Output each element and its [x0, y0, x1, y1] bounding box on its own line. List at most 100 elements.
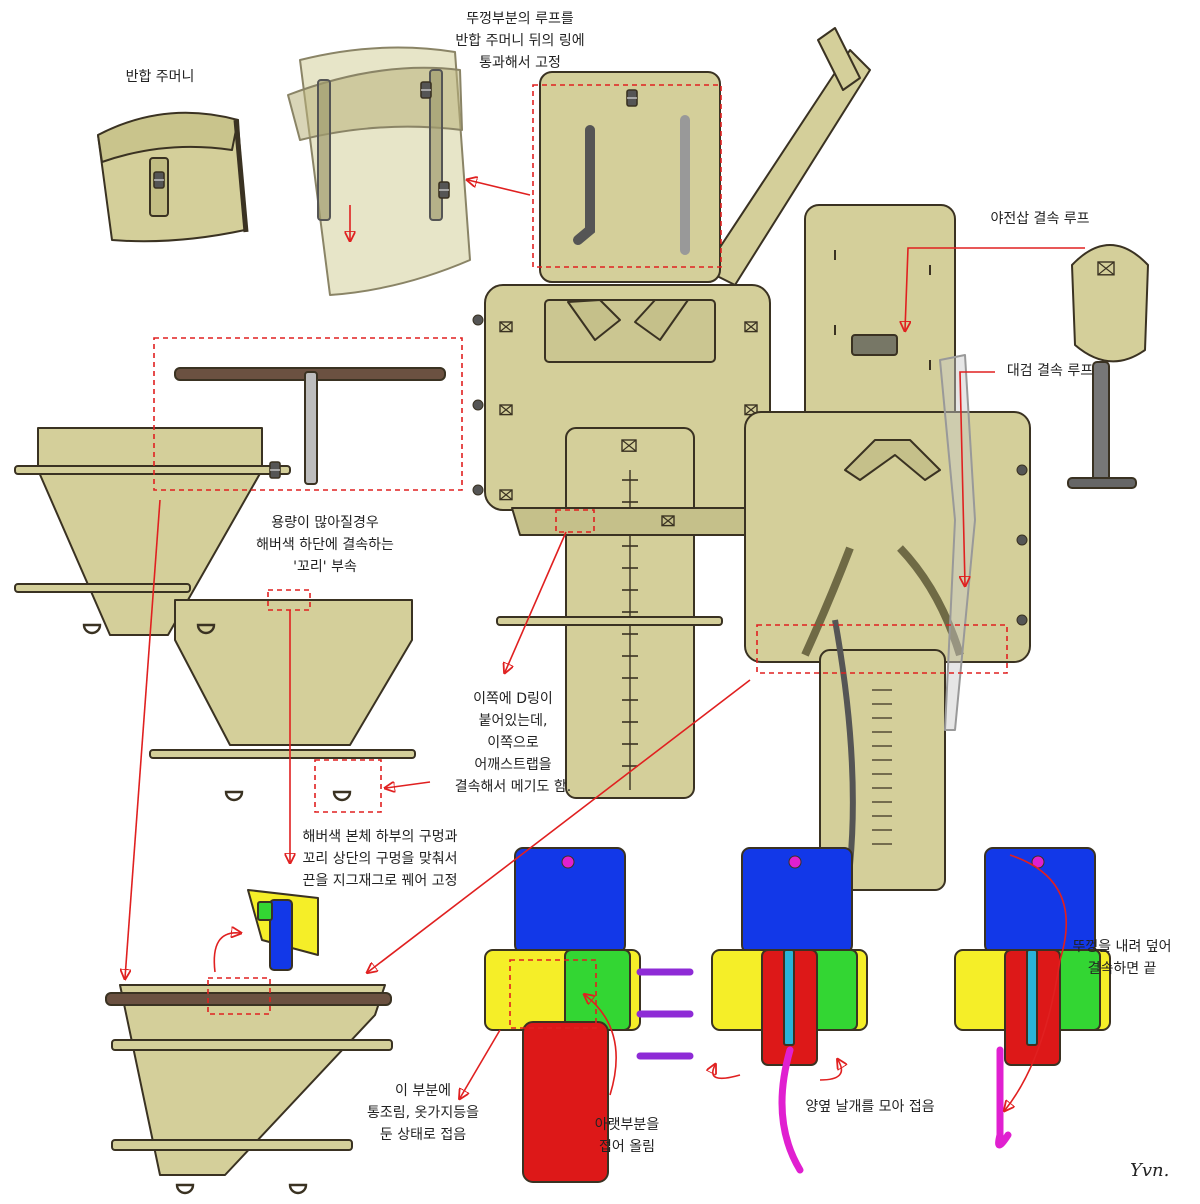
arrow-fold-bottom [585, 995, 617, 1096]
arrow-fold-wing-left [713, 1065, 741, 1080]
shovel-blade [1071, 244, 1149, 363]
haversack-main [472, 27, 871, 799]
label-line: 이 부분에 [395, 1083, 451, 1099]
tail-view-lower-rod [149, 749, 416, 759]
annotation-box-d-ring [555, 509, 595, 533]
annotation-box-bottom [756, 624, 1008, 674]
label-line: 뚜껑부분의 루프를 [466, 11, 574, 27]
d-ring-icon [224, 790, 244, 802]
strap-buckle-icon [269, 461, 281, 479]
label-tail-part: 용량이 많아질경우 해버색 하단에 결속하는 '꼬리' 부속 [235, 512, 415, 578]
label-d-ring: 이쪽에 D링이 붙어있는데, 이쪽으로 어깨스트랩을 결속해서 메기도 함. [448, 688, 578, 798]
shovel-loop-plate [851, 334, 898, 356]
stitch-box-cross [661, 515, 675, 527]
label-hole-fix: 해버색 본체 하부의 구멍과 꼬리 상단의 구멍을 맞춰서 끈을 지그재그로 꿰… [280, 826, 480, 892]
arrow-fold-detail [213, 933, 240, 973]
loop-magenta [561, 855, 575, 869]
haversack-bottom-flap [511, 507, 776, 536]
tail-stripe [783, 949, 795, 1046]
shoulder-strap-right [897, 545, 964, 657]
bayonet-shape [939, 354, 976, 731]
label-line: 용량이 많아질경우 [271, 515, 379, 531]
label-fold-bottom: 아랫부분을 접어 올림 [582, 1114, 672, 1158]
body-green [564, 949, 631, 1031]
mess-pouch-buckle-icon [153, 171, 165, 189]
haversack-back-buckle-icon [438, 181, 450, 199]
lid-strap-left [573, 125, 595, 245]
tail-detail-green [257, 901, 273, 921]
haversack-pocket [544, 299, 716, 363]
stitch-box-frame [499, 404, 513, 416]
stitch-box-cross [621, 439, 637, 452]
tail-view-upper-rod2 [14, 583, 191, 593]
arrow-tail-attach [125, 499, 161, 978]
tail-red [522, 1021, 609, 1183]
tail-views-left [14, 427, 416, 802]
assembled-bottom-view [105, 889, 393, 1195]
label-shovel-loop: 야전삽 결속 루프 [990, 211, 1090, 227]
tail-stripe [1026, 949, 1038, 1046]
pocket-tab-right [634, 299, 689, 341]
label-line: 어깨스트랩을 [474, 757, 552, 773]
stitch-box-cross [499, 404, 513, 416]
label-line: 꼬리 상단의 구멍을 맞춰서 [302, 851, 458, 867]
stitch-box-icon [499, 404, 513, 416]
tail-view-upper-rod [14, 465, 291, 475]
d-ring-icon [288, 1183, 308, 1195]
side-snap [1016, 464, 1028, 476]
arrow-cover-lid [1005, 854, 1068, 1110]
haversack-back-buckle-icon [420, 81, 432, 99]
label-put-items: 이 부분에 통조림, 옷가지등을 둔 상태로 접음 [348, 1080, 498, 1146]
side-snap [472, 314, 484, 326]
side-snap [472, 399, 484, 411]
stitch-box-frame [499, 489, 513, 501]
assembled-rod-1 [111, 1039, 393, 1051]
label-fold-wings: 양옆 날개를 모아 접음 [805, 1099, 935, 1115]
label-line: 통과해서 고정 [479, 55, 561, 71]
rear-lid [804, 204, 956, 436]
arrow-shovel-loop [905, 247, 1085, 330]
label-line: 통조림, 옷가지등을 [367, 1105, 479, 1121]
pocket-tab-left [567, 299, 621, 341]
label-line: 끈을 지그재그로 꿰어 고정 [302, 873, 458, 889]
annotation-box-lid [532, 84, 722, 268]
annotation-box-d-ring-side [314, 759, 382, 813]
label-line: 해버색 본체 하부의 구멍과 [302, 829, 458, 845]
haversack-back-flap [287, 66, 463, 141]
stitch-box-cross [499, 321, 513, 333]
stitch-box-frame [1097, 261, 1115, 276]
loop-magenta [788, 855, 802, 869]
d-ring-icon [196, 623, 216, 635]
arrow-bayonet-loop [959, 371, 995, 585]
shoulder-strap-diagonal [704, 49, 871, 286]
side-snap [472, 484, 484, 496]
label-line: 이쪽으로 [487, 735, 539, 751]
label-lid-loop: 뚜껑부분의 루프를 반합 주머니 뒤의 링에 통과해서 고정 [430, 8, 610, 74]
stitch-box-cross [744, 321, 758, 333]
label-cover-lid: 뚜껑을 내려 덮어 결속하면 끝 [1062, 936, 1182, 980]
assembled-rod-2 [111, 1139, 353, 1151]
line-put-items [460, 1029, 501, 1098]
stitch-box-icon [499, 489, 513, 501]
assembled-leather-strap [105, 992, 392, 1006]
haversack-rear-view [744, 204, 1031, 891]
shovel-grip [1067, 477, 1137, 489]
haversack-back-strap-left [317, 79, 331, 221]
annotation-box-items [509, 959, 597, 1029]
mess-pouch-side-edge [233, 119, 249, 233]
rear-yoke [844, 439, 941, 481]
annotation-box-hole [207, 977, 271, 1015]
label-line: 결속해서 메기도 함. [454, 779, 572, 795]
magenta-strap [778, 1046, 804, 1174]
label-line: 해버색 하단에 결속하는 [256, 537, 394, 553]
fold-step-1 [484, 847, 694, 1183]
arrow-to-pouch [468, 180, 531, 196]
stitch-box-cross [499, 489, 513, 501]
tail-loop-strap [304, 371, 318, 485]
label-line: 뚜껑을 내려 덮어 [1072, 939, 1172, 955]
stitch-box-frame [661, 515, 675, 527]
label-line: 결속하면 끝 [1087, 961, 1157, 977]
cross-rod [496, 616, 723, 626]
